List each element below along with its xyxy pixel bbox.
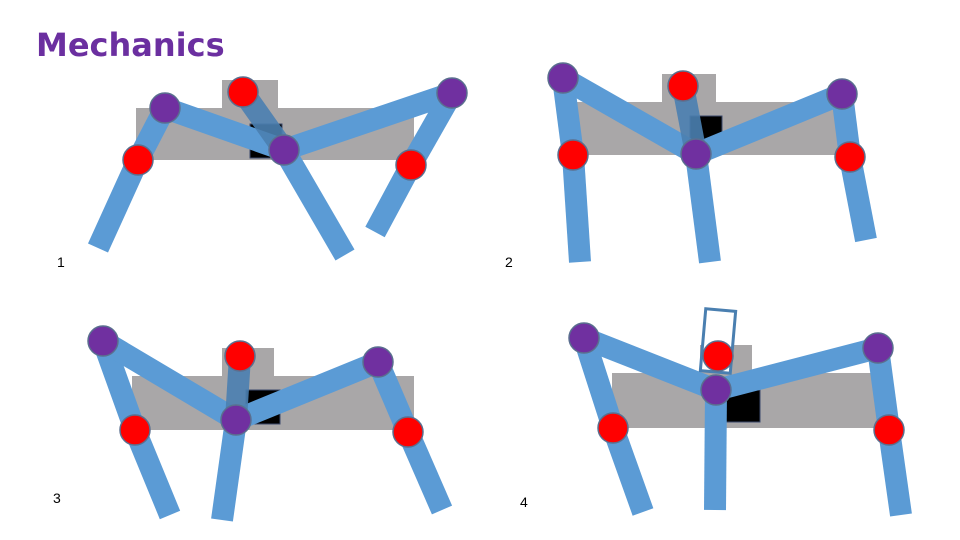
hip-joint <box>680 138 712 170</box>
knee-joint <box>873 414 905 446</box>
link-left-upper <box>579 327 721 401</box>
slide-title: Mechanics <box>36 26 225 64</box>
hip-joint <box>862 332 894 364</box>
hip-joint <box>268 134 300 166</box>
hip-joint <box>547 62 579 94</box>
panel-label-3: 3 <box>53 490 61 506</box>
knee-joint <box>119 414 151 446</box>
leg-center <box>274 144 355 261</box>
hip-joint <box>149 92 181 124</box>
knee-joint <box>557 139 589 171</box>
panel-4-mechanism <box>568 307 912 517</box>
link-left-upper <box>97 331 242 430</box>
panel-3-mechanism <box>87 325 453 522</box>
panel-2-mechanism <box>547 62 877 264</box>
hip-joint <box>220 404 252 436</box>
hip-joint <box>568 322 600 354</box>
knee-joint <box>667 70 699 102</box>
link-right-upper <box>280 82 456 161</box>
hip-joint <box>87 325 119 357</box>
knee-joint <box>834 141 866 173</box>
hip-joint <box>700 374 732 406</box>
knee-joint <box>597 412 629 444</box>
panel-1-mechanism <box>87 76 468 261</box>
hip-joint <box>826 78 858 110</box>
knee-joint <box>224 340 256 372</box>
link-right-upper <box>231 351 383 431</box>
leg-center <box>211 418 247 522</box>
panel-label-4: 4 <box>520 494 528 510</box>
leg-left-lower <box>87 102 175 253</box>
knee-joint <box>122 144 154 176</box>
knee-joint <box>392 416 424 448</box>
knee-joint <box>702 340 734 372</box>
link-right-upper <box>713 337 881 401</box>
knee-joint <box>227 76 259 108</box>
link-left-upper <box>557 68 702 164</box>
panel-label-1: 1 <box>57 254 65 270</box>
leg-center <box>685 152 721 264</box>
leg-center <box>704 389 727 511</box>
panel-label-2: 2 <box>505 254 513 270</box>
knee-joint <box>395 149 427 181</box>
link-left-upper <box>161 97 288 161</box>
hip-joint <box>362 346 394 378</box>
hip-joint <box>436 77 468 109</box>
link-right-upper <box>691 83 847 165</box>
